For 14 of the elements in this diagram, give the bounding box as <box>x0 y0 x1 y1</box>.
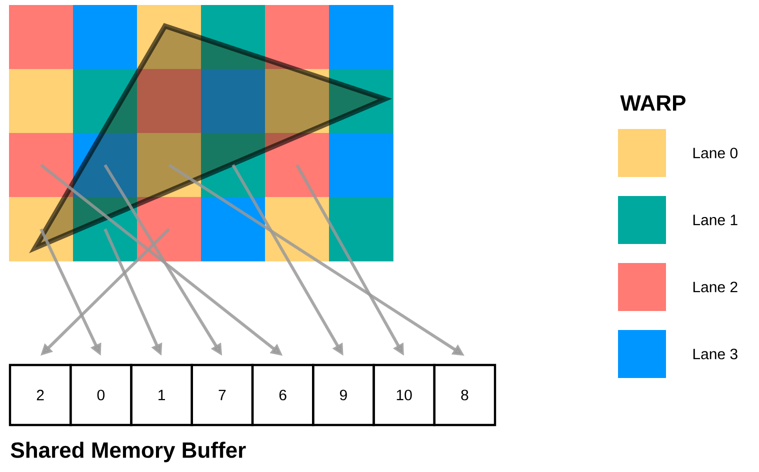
buffer-title: Shared Memory Buffer <box>10 442 246 462</box>
legend-label: Lane 1 <box>693 214 738 226</box>
buffer-cell: 10 <box>372 364 436 426</box>
buffer-cell: 8 <box>433 364 496 426</box>
buffer-cell: 7 <box>190 364 254 426</box>
legend-label: Lane 3 <box>693 348 738 360</box>
buffer-cell: 2 <box>8 364 72 426</box>
buffer-cell: 9 <box>312 364 375 426</box>
legend-title: WARP <box>620 95 686 111</box>
buffer-cell: 1 <box>130 364 193 426</box>
legend-label: Lane 0 <box>693 148 738 158</box>
buffer-cell: 6 <box>251 364 314 426</box>
legend-label: Lane 2 <box>693 282 738 292</box>
buffer-cell: 0 <box>70 364 132 426</box>
